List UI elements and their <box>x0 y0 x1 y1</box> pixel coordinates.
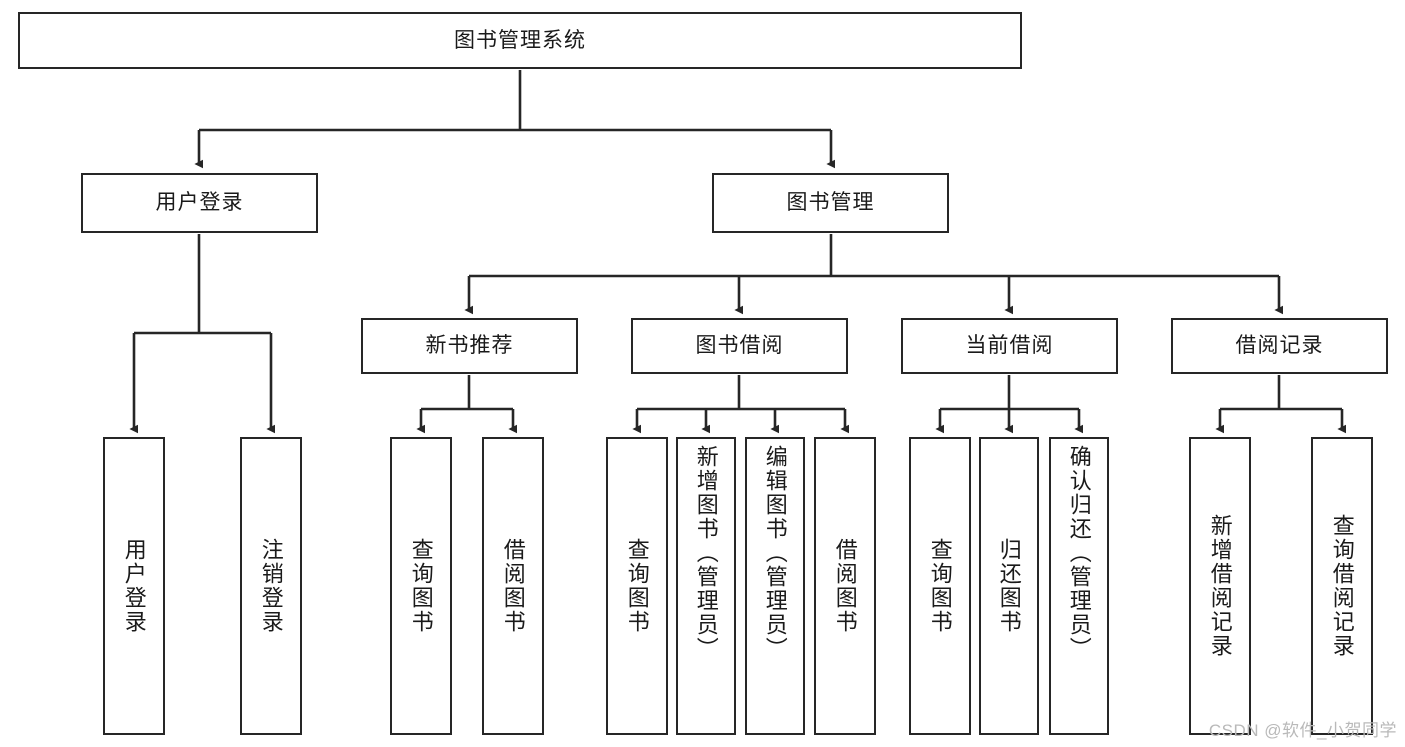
node-leaf-br-query-record[interactable]: 查询借阅记录 <box>1311 437 1373 735</box>
csdn-watermark: CSDN @软件_小贺同学 <box>1208 721 1397 740</box>
node-label: 借阅记录 <box>1235 334 1324 358</box>
node-label: 注销登录 <box>258 538 284 634</box>
node-leaf-rec-borrow-book[interactable]: 借阅图书 <box>482 437 544 735</box>
node-label: 归还图书 <box>996 538 1022 634</box>
node-leaf-cb-query-book[interactable]: 查询图书 <box>909 437 971 735</box>
node-leaf-bb-query-book[interactable]: 查询图书 <box>606 437 668 735</box>
node-label: 图书借阅 <box>695 334 784 358</box>
node-label: 图书管理系统 <box>454 28 586 52</box>
node-current-borrow[interactable]: 当前借阅 <box>901 318 1118 374</box>
node-label: 查询图书 <box>927 538 953 634</box>
node-leaf-user-login[interactable]: 用户登录 <box>103 437 165 735</box>
node-leaf-br-add-record[interactable]: 新增借阅记录 <box>1189 437 1251 735</box>
node-root-system[interactable]: 图书管理系统 <box>18 12 1022 69</box>
node-book-borrow[interactable]: 图书借阅 <box>631 318 848 374</box>
node-label: 新增图书（管理员） <box>693 445 719 661</box>
node-leaf-rec-query-book[interactable]: 查询图书 <box>390 437 452 735</box>
node-borrow-record[interactable]: 借阅记录 <box>1171 318 1388 374</box>
node-label: 查询借阅记录 <box>1329 514 1355 658</box>
node-label: 借阅图书 <box>832 538 858 634</box>
node-label: 编辑图书（管理员） <box>762 445 788 661</box>
node-leaf-cb-return-book[interactable]: 归还图书 <box>979 437 1039 735</box>
node-label: 查询图书 <box>624 538 650 634</box>
node-label: 用户登录 <box>121 538 147 634</box>
node-leaf-bb-edit-book[interactable]: 编辑图书（管理员） <box>745 437 805 735</box>
node-book-manage[interactable]: 图书管理 <box>712 173 949 233</box>
node-label: 新书推荐 <box>425 334 514 358</box>
node-label: 用户登录 <box>155 191 244 215</box>
node-leaf-user-logout[interactable]: 注销登录 <box>240 437 302 735</box>
node-leaf-bb-add-book[interactable]: 新增图书（管理员） <box>676 437 736 735</box>
node-label: 确认归还（管理员） <box>1066 445 1092 661</box>
node-new-book-rec[interactable]: 新书推荐 <box>361 318 578 374</box>
node-leaf-bb-borrow-book[interactable]: 借阅图书 <box>814 437 876 735</box>
node-leaf-cb-confirm-return[interactable]: 确认归还（管理员） <box>1049 437 1109 735</box>
node-label: 图书管理 <box>786 191 875 215</box>
node-label: 查询图书 <box>408 538 434 634</box>
node-label: 借阅图书 <box>500 538 526 634</box>
node-user-login[interactable]: 用户登录 <box>81 173 318 233</box>
node-label: 新增借阅记录 <box>1207 514 1233 658</box>
node-label: 当前借阅 <box>965 334 1054 358</box>
